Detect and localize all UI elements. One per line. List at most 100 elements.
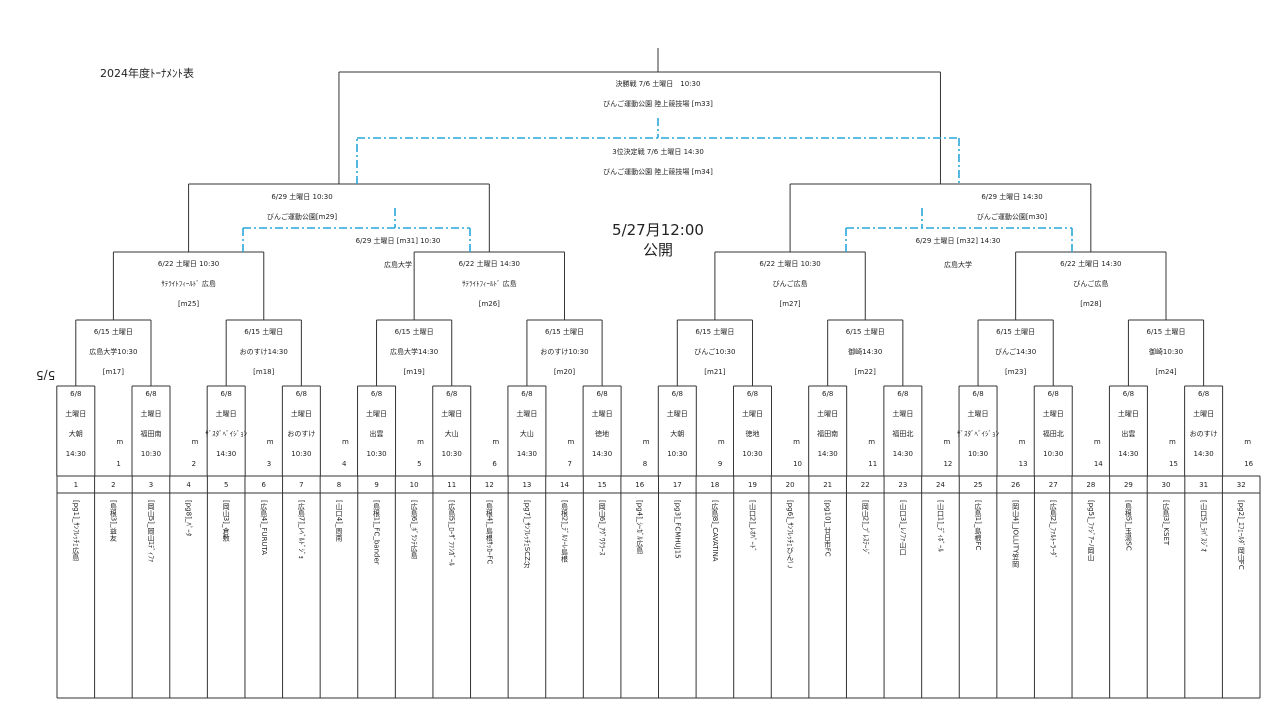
slot-number: 22 [860,481,870,489]
match-number: 16 [1244,460,1254,468]
slot-number: 16 [635,481,645,489]
team-name: [山口5]_ﾗﾊﾟｽｼﾞｵ [1199,500,1208,552]
match-m-label: m [567,438,575,446]
round32-line: おのすけ [1189,430,1218,438]
round16-line2: 広島大学10:30 [89,348,138,356]
round16-info: 6/15 土曜日びんご14:30[m23] [995,328,1036,377]
round16-line1: 6/15 土曜日 [394,328,434,336]
team-name: [広島8]_CAVATINA [710,500,719,562]
round32-line: 土曜日 [140,410,162,418]
round32-line: 土曜日 [215,410,237,418]
slot-number: 3 [148,481,154,489]
round32-line: 福田南 [140,430,162,438]
round32-line: 土曜日 [441,410,463,418]
match-m-label: m [116,438,124,446]
slot-number: 13 [522,481,532,489]
round32-line: 6/8 [220,390,232,398]
round32-line: 6/8 [295,390,307,398]
slot-number: 2 [111,481,116,489]
match-m-label: m [642,438,650,446]
team-name: [pg8]_ﾊﾟｰﾀ [184,500,193,537]
slot-number: 7 [299,481,304,489]
round32-line: 大山 [444,430,459,438]
team-name: [pg3]_FCMHUJ15 [673,500,682,559]
team-name: [pg7]_ｻﾝﾌﾚｯﾁｪSCZ分 [522,500,531,568]
semifinal-1-info: 6/29 土曜日 10:30 びんご運動公園[m29] [267,193,337,222]
round32-line: 土曜日 [591,410,613,418]
round32-line: 6/8 [521,390,533,398]
slot-number: 12 [484,481,494,489]
quarterfinal-line1: 6/22 土曜日 14:30 [1060,260,1122,268]
round16-line1: 6/15 土曜日 [1146,328,1186,336]
round16-line3: [m17] [102,368,124,376]
quarterfinal-line2: びんご広島 [772,280,808,288]
team-name: [広島6]_ﾎﾞﾗﾝﾃ広島 [410,500,419,559]
team-name: [pg2]_ｴﾌｪｰﾙﾀﾞ岡山FC [1237,500,1246,570]
round32-line: 大朝 [68,430,83,438]
round32-line: 10:30 [667,450,688,458]
team-name: [広島4]_FURUTA [259,500,268,556]
round32-info: 6/8 土曜日大山 10:30 [441,390,462,459]
slot-number: 9 [374,481,379,489]
round32-line: 6/8 [446,390,458,398]
round32-line: 6/8 [596,390,608,398]
match-m-label: m [793,438,800,446]
round32-line: 6/8 [746,390,759,398]
round16-info: 6/15 土曜日おのすけ10:30[m20] [540,328,588,377]
match-number: 8 [642,460,648,468]
round32-line: 出雲 [369,430,384,438]
round16-info: 6/15 土曜日広島大学14:30[m19] [390,328,438,377]
team-name: [pg4]_ｼｰｶﾞﾙ広島 [635,500,644,554]
round32-line: 土曜日 [666,410,688,418]
round32-line: 6/8 [1122,390,1135,398]
round32-line: 土曜日 [817,410,839,418]
match-m-label: m [191,438,199,446]
round32-line: 14:30 [516,450,538,458]
match-number: 15 [1169,460,1178,468]
match-m-label: m [1169,438,1176,446]
round32-line: 10:30 [742,450,763,458]
team-name: [pg6]_ｻﾝﾌﾚｯﾁｪびんご [786,500,795,568]
team-name: [山口1]_ﾃﾞｨﾎﾞｰﾙ [936,500,945,552]
round32-line: 10:30 [1043,450,1064,458]
round32-line: 土曜日 [290,410,312,418]
round16-line3: [m23] [1005,368,1027,376]
round32-line: 10:30 [967,450,989,458]
match-number: 11 [868,460,878,468]
third-place-date: 3位決定戦 7/6 土曜日 14:30 [612,148,704,156]
round16-line1: 6/15 土曜日 [93,328,133,336]
round32-line: 6/8 [822,390,834,398]
round32-line: 10:30 [441,450,462,458]
match-number: 3 [266,460,272,468]
slot-number: 10 [409,481,419,489]
match-m-label: m [717,438,725,446]
quarterfinal-line1: 6/22 土曜日 10:30 [157,260,220,268]
quarterfinal-line3: [m25] [177,300,200,308]
team-name: [広島7]_ﾚﾍﾞﾙﾄﾞｼﾞｮ [297,500,306,559]
slot-number: 18 [710,481,720,489]
match-m-label: m [266,438,274,446]
round32-line: ｻﾞｽﾀﾞﾍﾞｲｼﾞｮﾝ [957,430,1000,438]
consolation-date: 6/29 土曜日 [m32] 14:30 [915,237,1001,245]
round16-line2: おのすけ14:30 [239,348,288,356]
slot-number: 25 [973,481,983,489]
slot-number: 6 [261,481,266,489]
semifinal-2-info: 6/29 土曜日 14:30 びんご運動公園[m30] [977,193,1047,222]
round16-line2: 御崎14:30 [848,348,883,356]
match-number: 1 [116,460,121,468]
team-name: [山口3]_ﾚﾉﾌｧ山口 [898,500,907,556]
quarterfinal-line1: 6/22 土曜日 14:30 [458,260,520,268]
round32-line: おのすけ [287,430,316,438]
round32-line: 14:30 [216,450,237,458]
round16-line3: [m18] [253,368,275,376]
round16-line3: [m22] [854,368,876,376]
round16-info: 6/15 土曜日広島大学10:30 [m17] [89,328,137,377]
round16-line3: [m21] [704,368,726,376]
